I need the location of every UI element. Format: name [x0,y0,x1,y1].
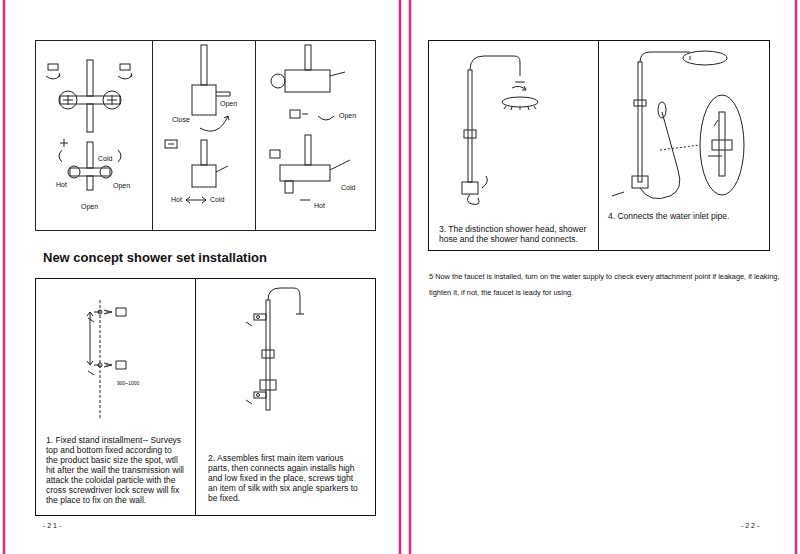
step-text: 3. The distinction shower head, shower h… [439,225,588,245]
callout-label: Hot [55,181,68,189]
callout-label: Hot [170,196,183,204]
step-panel: 2. Assembles first main item various par… [195,278,376,516]
step-text: 2. Assembles first main item various par… [208,454,363,504]
page-number: - 2 2 - [740,522,760,530]
callout-label: Cold [340,184,356,192]
step-panel: 4. Connects the water inlet pipe. [598,40,770,251]
install-note: 5 Now the faucet is installed, turn on t… [428,269,792,302]
callout-label: Open [80,203,99,211]
step-panel: 1. Fixed stand installment-- Surveys top… [35,278,196,516]
callout-label: Open [112,182,131,190]
callout-label: Close [171,116,191,124]
callout-label: Cold [97,155,113,163]
callout-label: Cold [209,196,225,204]
callout-label: Hot [313,202,326,210]
dimension: 900~1000 [116,381,140,387]
section-title: New concept shower set installation [43,251,267,266]
page-number: - 2 1 - [42,522,62,530]
step-text: 4. Connects the water inlet pipe. [608,212,761,222]
callout-label: Open [338,112,357,120]
step-panel: 3. The distinction shower head, shower h… [428,40,599,251]
step-text: 1. Fixed stand installment-- Surveys top… [46,436,185,506]
callout-label: Open [219,100,238,108]
